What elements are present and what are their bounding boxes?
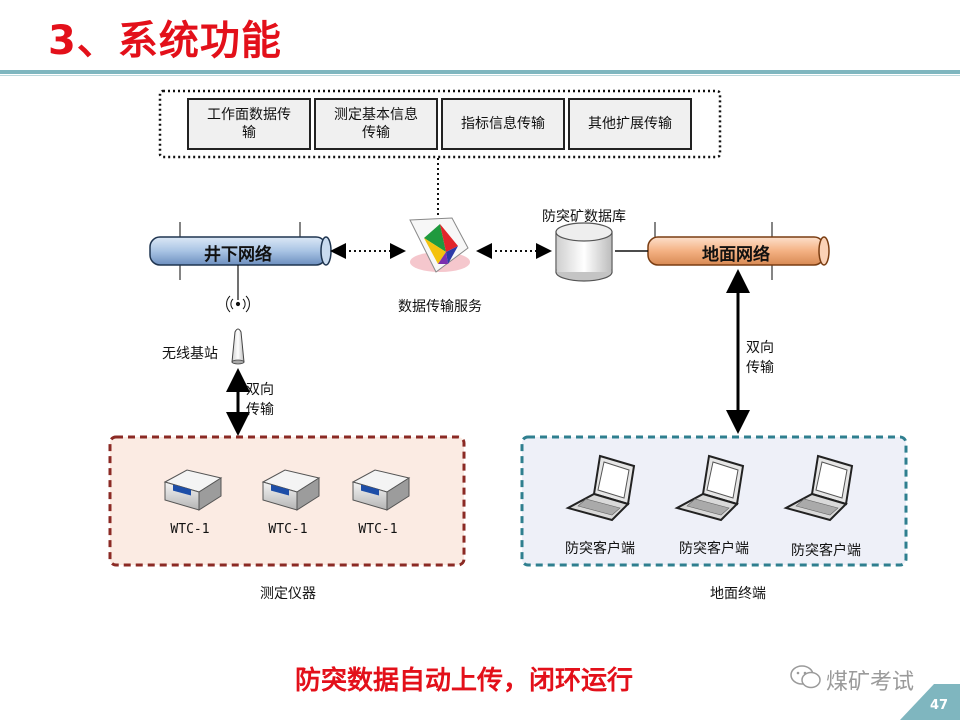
instrument-label: WTC-1 [358, 522, 398, 537]
base-station-icon [231, 328, 245, 365]
bidirectional-label-left: 双向 传输 [246, 382, 274, 418]
wireless-signal-icon [226, 295, 250, 313]
wechat-icon [790, 665, 821, 689]
instrument-label: WTC-1 [268, 522, 308, 537]
extension-box-indicator: 指标信息传输 [441, 98, 565, 150]
laptop-icon [783, 454, 854, 522]
instrument-group-label: 测定仪器 [260, 586, 316, 602]
data-service-icon [409, 217, 470, 273]
extension-container [158, 89, 722, 159]
instrument-device-icon [351, 469, 411, 511]
page-number-corner [900, 684, 960, 720]
client-label: 防突客户端 [791, 543, 861, 559]
instrument-device-icon [163, 469, 223, 511]
surface-network-label: 地面网络 [702, 245, 770, 265]
database-icon [555, 222, 613, 282]
watermark-text: 煤矿考试 [826, 670, 915, 695]
title-divider [0, 70, 960, 74]
bidirectional-label-right: 双向 传输 [746, 340, 774, 376]
database-label: 防突矿数据库 [542, 209, 626, 225]
extension-box-measurement: 测定基本信息 传输 [314, 98, 438, 150]
terminal-group-label: 地面终端 [710, 586, 766, 602]
summary-caption: 防突数据自动上传，闭环运行 [295, 666, 634, 696]
client-label: 防突客户端 [679, 541, 749, 557]
page-title: 3、系统功能 [48, 18, 282, 64]
page-number: 47 [930, 698, 949, 713]
surface-network-pipe [647, 222, 830, 280]
title-divider-thin [0, 75, 960, 76]
underground-network-label: 井下网络 [204, 245, 272, 265]
laptop-icon [565, 454, 636, 522]
client-label: 防突客户端 [565, 541, 635, 557]
instrument-label: WTC-1 [170, 522, 210, 537]
extension-box-workface: 工作面数据传 输 [187, 98, 311, 150]
laptop-icon [674, 454, 745, 522]
base-station-label: 无线基站 [162, 346, 218, 362]
extension-box-other: 其他扩展传输 [568, 98, 692, 150]
instrument-device-icon [261, 469, 321, 511]
data-service-label: 数据传输服务 [398, 299, 482, 315]
